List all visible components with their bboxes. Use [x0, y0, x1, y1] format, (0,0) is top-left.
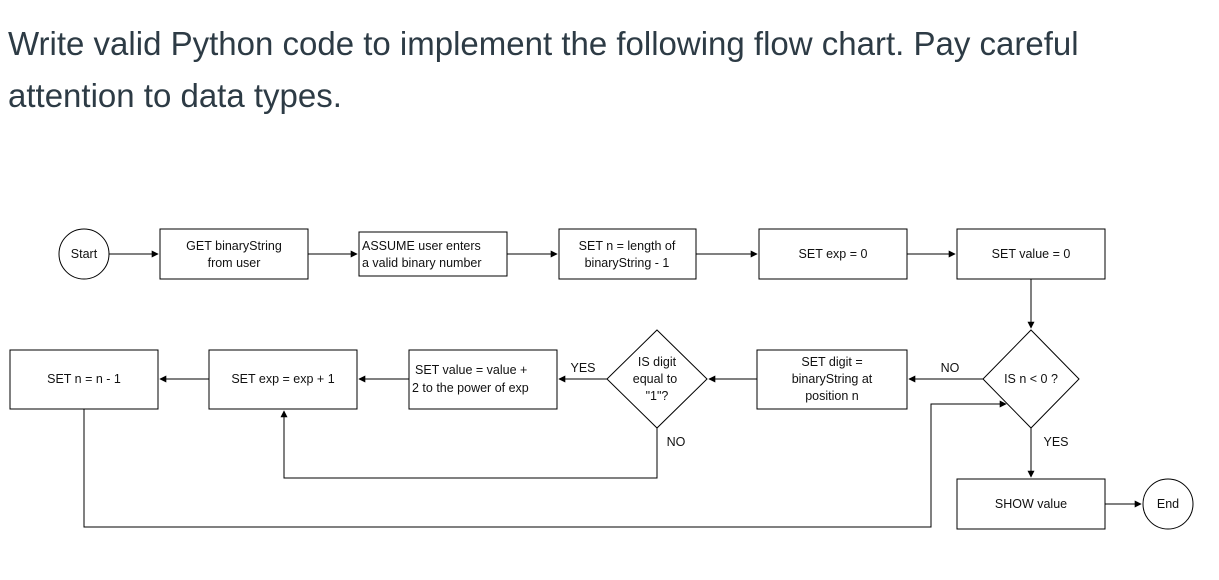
get-label-line1: GET binaryString [186, 239, 282, 253]
set-digit-box: SET digit = binaryString at position n [756, 349, 908, 410]
setdigit-label-line1: SET digit = [801, 355, 862, 369]
setn-label-line1: SET n = length of [579, 239, 676, 253]
label-no-digit: NO [667, 435, 686, 449]
set-exp-increment-box: SET exp = exp + 1 [208, 349, 358, 410]
get-binarystring-box: GET binaryString from user [159, 228, 309, 280]
label-yes-digit: YES [570, 361, 595, 375]
setn-label-line2: binaryString - 1 [585, 256, 670, 270]
show-value-box: SHOW value [956, 478, 1106, 530]
decision-n-label: IS n < 0 ? [1004, 372, 1058, 386]
decision-digit-equal-one: IS digit equal to "1"? [606, 329, 708, 429]
assume-box: ASSUME user enters a valid binary number [358, 231, 508, 277]
question-line-1: Write valid Python code to implement the… [8, 25, 1079, 62]
setn-dec-label: SET n = n - 1 [47, 372, 121, 386]
assume-label-line1: ASSUME user enters [362, 239, 481, 253]
label-yes-n: YES [1043, 435, 1068, 449]
label-no-n: NO [941, 361, 960, 375]
setexp-inc-label: SET exp = exp + 1 [231, 372, 334, 386]
end-label: End [1157, 497, 1179, 511]
arrow-decision-digit-no [280, 410, 658, 479]
start-terminal: Start [58, 228, 110, 280]
get-label-line2: from user [208, 256, 261, 270]
decision-n-less-zero: IS n < 0 ? [982, 329, 1080, 429]
set-exp-zero-box: SET exp = 0 [758, 228, 908, 280]
set-value-add-box: SET value = value + 2 to the power of ex… [408, 349, 558, 410]
setexp0-label: SET exp = 0 [799, 247, 868, 261]
setvalue-label-line1: SET value = value + [415, 363, 527, 377]
decision-digit-line1: IS digit [638, 355, 677, 369]
set-value-zero-box: SET value = 0 [956, 228, 1106, 280]
arrow-loop-back [83, 400, 1007, 528]
question-text: Write valid Python code to implement the… [8, 18, 1208, 122]
show-label: SHOW value [995, 497, 1067, 511]
end-terminal: End [1142, 478, 1194, 530]
start-label: Start [71, 247, 98, 261]
decision-digit-line3: "1"? [646, 389, 669, 403]
setvalue-label-line2: 2 to the power of exp [412, 381, 529, 395]
question-line-2: attention to data types. [8, 77, 342, 114]
assume-label-line2: a valid binary number [362, 256, 482, 270]
decision-digit-line2: equal to [633, 372, 678, 386]
set-n-decrement-box: SET n = n - 1 [9, 349, 159, 410]
setvalue0-label: SET value = 0 [992, 247, 1071, 261]
set-n-length-box: SET n = length of binaryString - 1 [558, 228, 697, 280]
setdigit-label-line2: binaryString at [792, 372, 873, 386]
setdigit-label-line3: position n [805, 389, 859, 403]
